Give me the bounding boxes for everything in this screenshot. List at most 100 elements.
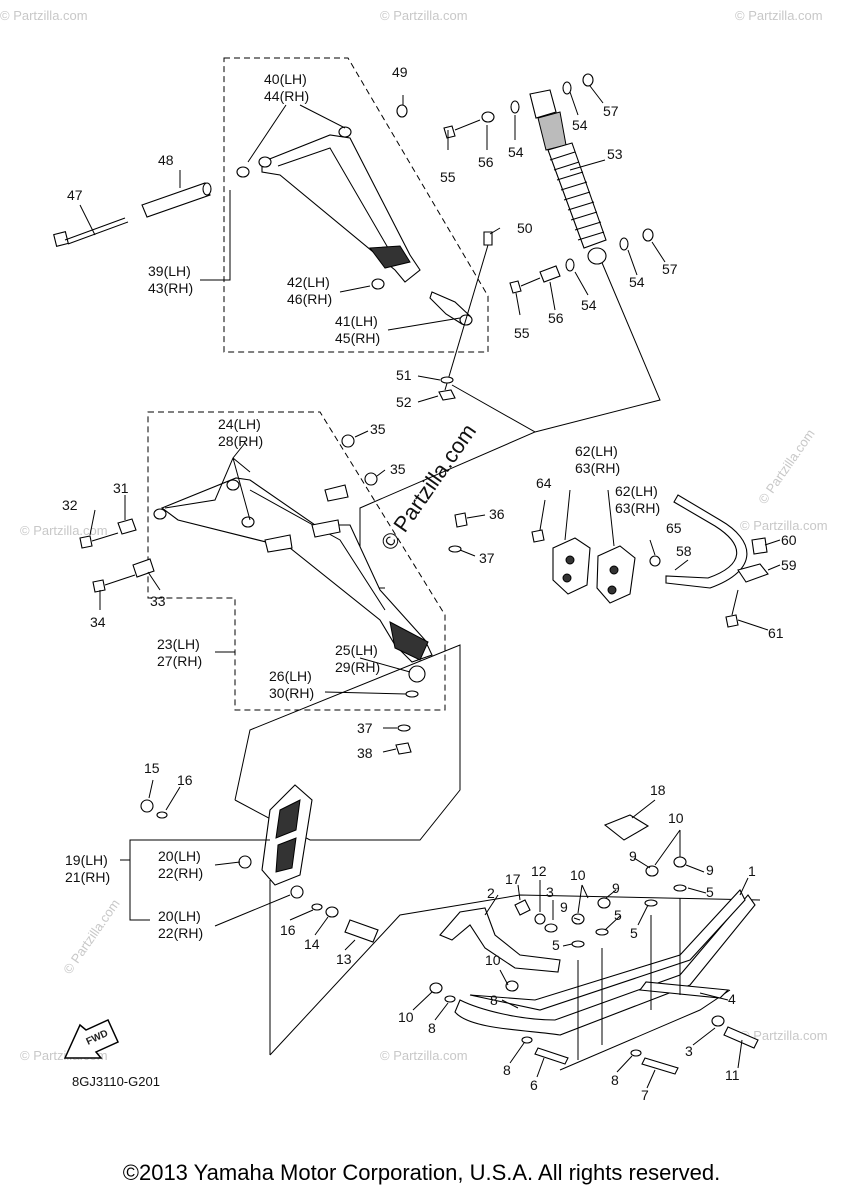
label-52: 52 — [396, 394, 412, 410]
label-27: 27(RH) — [157, 653, 202, 669]
washer-8b — [521, 1036, 533, 1044]
pin-17 — [514, 899, 531, 916]
label-10: 10 — [668, 810, 684, 826]
nut-10b — [673, 856, 687, 868]
label-5: 5 — [630, 925, 638, 941]
washer-3b — [711, 1015, 725, 1027]
bolt-61 — [725, 614, 739, 628]
upper-bolt-47 — [53, 217, 129, 247]
label-3: 3 — [546, 884, 554, 900]
collar-56a — [481, 111, 495, 123]
label-36: 36 — [489, 506, 505, 522]
washer-5a — [571, 940, 585, 948]
label-57: 57 — [662, 261, 678, 277]
label-19: 19(LH) — [65, 852, 108, 868]
label-6: 6 — [530, 1077, 538, 1093]
label-63: 63(RH) — [575, 460, 620, 476]
washer-5b — [595, 928, 609, 936]
upper-arm-group-box — [223, 57, 489, 353]
label-54: 54 — [629, 274, 645, 290]
ball-joint-41 — [429, 291, 473, 326]
label-33: 33 — [150, 593, 166, 609]
watermark-text: © Partzilla.com — [0, 8, 88, 23]
label-47: 47 — [67, 187, 83, 203]
nut-57a — [582, 73, 594, 87]
spindle — [261, 784, 313, 886]
label-35: 35 — [370, 421, 386, 437]
label-10: 10 — [485, 952, 501, 968]
bolt-64 — [531, 529, 545, 543]
label-59: 59 — [781, 557, 797, 573]
label-45: 45(RH) — [335, 330, 380, 346]
lower-arm-group-box — [147, 411, 446, 711]
bushing-54a — [510, 100, 520, 114]
label-62: 62(LH) — [615, 483, 658, 499]
label-54: 54 — [508, 144, 524, 160]
watermark-text: © Partzilla.com — [740, 518, 828, 533]
nut-9b — [597, 897, 611, 909]
label-44: 44(RH) — [264, 88, 309, 104]
bushing-20b — [290, 885, 304, 899]
ski-spindle-mount-2 — [439, 907, 561, 973]
nut-52 — [438, 389, 456, 401]
label-21: 21(RH) — [65, 869, 110, 885]
label-54: 54 — [581, 297, 597, 313]
washer-16a — [156, 811, 168, 819]
site-watermark: © Partzilla.com — [376, 419, 482, 555]
label-1: 1 — [748, 863, 756, 879]
fwd-arrow-icon: FWD — [63, 1019, 119, 1059]
collar-12 — [534, 913, 546, 925]
ring-26 — [405, 690, 419, 698]
label-22: 22(RH) — [158, 925, 203, 941]
drawing-code: 8GJ3110-G201 — [72, 1074, 160, 1089]
steering-bracket-62 — [552, 537, 591, 595]
bushing-20a — [238, 855, 252, 869]
bolt-50-axis — [444, 244, 489, 391]
label-31: 31 — [113, 480, 129, 496]
label-61: 61 — [768, 625, 784, 641]
bolt-55a — [443, 125, 456, 139]
label-37: 37 — [479, 550, 495, 566]
label-34: 34 — [90, 614, 106, 630]
nut-42 — [371, 278, 385, 290]
nut-10a — [645, 865, 659, 877]
label-48: 48 — [158, 152, 174, 168]
label-9: 9 — [612, 880, 620, 896]
nut-35a — [341, 434, 355, 448]
label-4: 4 — [728, 991, 736, 1007]
washer-37a — [448, 545, 462, 553]
label-28: 28(RH) — [218, 433, 263, 449]
label-50: 50 — [517, 220, 533, 236]
label-46: 46(RH) — [287, 291, 332, 307]
collar-56b — [539, 265, 561, 283]
shock-absorber — [529, 89, 607, 265]
label-23: 23(LH) — [157, 636, 200, 652]
washer-5c — [644, 899, 658, 907]
label-62: 62(LH) — [575, 443, 618, 459]
bar-58 — [665, 494, 748, 589]
sleeve-13 — [344, 919, 379, 943]
label-13: 13 — [336, 951, 352, 967]
bushing-54c — [565, 258, 575, 272]
ski-outline — [269, 880, 761, 1056]
label-10: 10 — [398, 1009, 414, 1025]
label-8: 8 — [490, 992, 498, 1008]
spindle-outline — [234, 644, 461, 841]
collar-31 — [117, 518, 137, 535]
label-63: 63(RH) — [615, 500, 660, 516]
label-64: 64 — [536, 475, 552, 491]
ball-joint-25 — [408, 665, 426, 683]
label-17: 17 — [505, 871, 521, 887]
label-25: 25(LH) — [335, 642, 378, 658]
pad-18 — [603, 814, 650, 841]
label-56: 56 — [478, 154, 494, 170]
label-9: 9 — [706, 862, 714, 878]
watermark-text: © Partzilla.com — [20, 523, 108, 538]
bolt-34 — [92, 579, 106, 593]
bolt-36 — [454, 512, 468, 528]
lower-a-arm — [153, 477, 433, 663]
watermarks: © Partzilla.com © Partzilla.com © Partzi… — [0, 8, 828, 1063]
washer-8a — [444, 995, 456, 1003]
label-39: 39(LH) — [148, 263, 191, 279]
nut-57b — [642, 228, 654, 242]
